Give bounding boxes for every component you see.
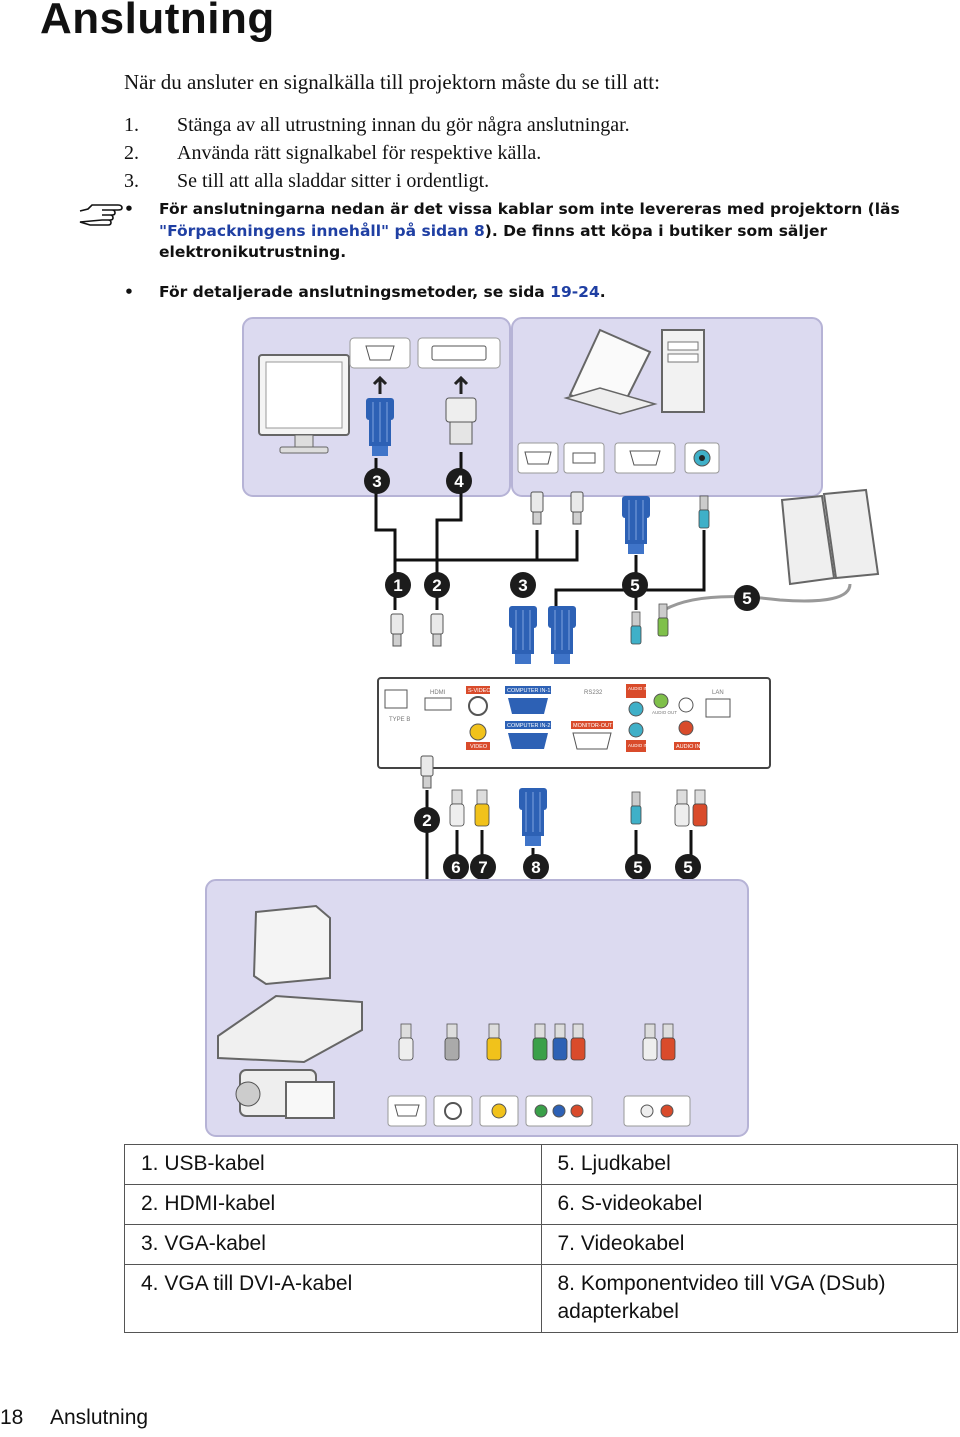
step-list: 1.Stänga av all utrustning innan du gör … bbox=[124, 111, 630, 195]
svg-text:AUDIO IN-1: AUDIO IN-1 bbox=[628, 686, 653, 691]
svg-text:COMPUTER IN-1: COMPUTER IN-1 bbox=[507, 688, 550, 694]
svg-text:7: 7 bbox=[478, 858, 487, 877]
label-badge: 4 bbox=[446, 468, 472, 494]
svg-text:RS232: RS232 bbox=[584, 690, 603, 696]
svg-text:HDMI: HDMI bbox=[430, 690, 446, 696]
svg-text:2: 2 bbox=[432, 576, 441, 595]
legend-cell: 4. VGA till DVI-A-kabel bbox=[124, 1264, 542, 1333]
legend-cell: 2. HDMI-kabel bbox=[124, 1184, 542, 1225]
svg-text:4: 4 bbox=[454, 472, 464, 491]
label-badge: 7 bbox=[470, 854, 496, 880]
svg-text:VIDEO: VIDEO bbox=[470, 744, 488, 750]
av-devices-panel bbox=[205, 879, 749, 1137]
svg-text:LAN: LAN bbox=[712, 690, 724, 696]
svg-text:AUDIO OUT: AUDIO OUT bbox=[652, 710, 677, 715]
svg-text:TYPE B: TYPE B bbox=[389, 717, 410, 723]
note-box: • För anslutningarna nedan är det vissa … bbox=[74, 199, 914, 303]
label-badge: 5 bbox=[734, 585, 760, 611]
svg-text:5: 5 bbox=[630, 576, 639, 595]
connection-diagram: 3 4 1 2 3 5 5 TYPE B HDMI S-VIDEO VIDEO … bbox=[205, 317, 880, 1137]
svg-text:1: 1 bbox=[393, 576, 402, 595]
table-row: 2. HDMI-kabel 6. S-videokabel bbox=[124, 1184, 958, 1225]
pages-link[interactable]: 19-24 bbox=[550, 282, 600, 301]
laptop-icon bbox=[563, 328, 658, 415]
label-badge: 3 bbox=[364, 468, 390, 494]
table-row: 4. VGA till DVI-A-kabel 8. Komponentvide… bbox=[124, 1264, 958, 1333]
pointing-hand-icon bbox=[79, 204, 123, 226]
svg-text:8: 8 bbox=[531, 858, 540, 877]
svg-text:S-VIDEO: S-VIDEO bbox=[468, 688, 491, 694]
label-badge: 5 bbox=[622, 572, 648, 598]
footer-section: Anslutning bbox=[50, 1406, 149, 1429]
svg-text:5: 5 bbox=[742, 589, 751, 608]
desktop-computer-icon bbox=[661, 329, 705, 413]
step-item: 2.Använda rätt signalkabel för respektiv… bbox=[124, 142, 542, 164]
table-row: 3. VGA-kabel 7. Videokabel bbox=[124, 1224, 958, 1265]
packaging-link[interactable]: "Förpackningens innehåll" på sidan 8 bbox=[159, 221, 485, 240]
intro-text: När du ansluter en signalkälla till proj… bbox=[124, 70, 660, 94]
label-badge: 5 bbox=[675, 854, 701, 880]
note-item: • För detaljerade anslutningsmetoder, se… bbox=[124, 282, 606, 301]
legend-cell: 5. Ljudkabel bbox=[540, 1144, 958, 1185]
svg-text:MONITOR-OUT: MONITOR-OUT bbox=[573, 723, 613, 729]
svg-text:2: 2 bbox=[422, 811, 431, 830]
page-title: Anslutning bbox=[40, 0, 275, 43]
label-badge: 1 bbox=[385, 572, 411, 598]
legend-cell: 7. Videokabel bbox=[540, 1224, 958, 1265]
page-footer: 18 Anslutning bbox=[0, 1406, 148, 1430]
step-item: 1.Stänga av all utrustning innan du gör … bbox=[124, 114, 630, 136]
svg-text:5: 5 bbox=[633, 858, 642, 877]
cable-legend: 1. USB-kabel 5. Ljudkabel 2. HDMI-kabel … bbox=[124, 1144, 958, 1333]
legend-cell: 8. Komponentvideo till VGA (DSub) adapte… bbox=[540, 1264, 958, 1333]
monitor-icon bbox=[258, 354, 350, 454]
label-badge: 3 bbox=[510, 572, 536, 598]
label-badge: 2 bbox=[414, 807, 440, 833]
label-badge: 6 bbox=[443, 854, 469, 880]
label-badge: 5 bbox=[625, 854, 651, 880]
label-badge: 8 bbox=[523, 854, 549, 880]
camcorder-icon bbox=[235, 1069, 335, 1119]
legend-cell: 3. VGA-kabel bbox=[124, 1224, 542, 1265]
legend-cell: 1. USB-kabel bbox=[124, 1144, 542, 1185]
step-item: 3.Se till att alla sladdar sitter i orde… bbox=[124, 170, 490, 192]
page-number: 18 bbox=[0, 1406, 24, 1429]
svg-text:COMPUTER IN-2: COMPUTER IN-2 bbox=[507, 723, 550, 729]
label-badge: 2 bbox=[424, 572, 450, 598]
speaker-icon bbox=[780, 488, 880, 586]
projector-io-panel: TYPE B HDMI S-VIDEO VIDEO COMPUTER IN-1 … bbox=[377, 677, 771, 769]
note-item: • För anslutningarna nedan är det vissa … bbox=[124, 200, 900, 261]
svg-text:AUDIO IN-2: AUDIO IN-2 bbox=[628, 743, 653, 748]
dvd-player-icon bbox=[217, 994, 363, 1064]
dvi-plug-icon bbox=[445, 397, 477, 445]
svg-text:3: 3 bbox=[372, 472, 381, 491]
table-row: 1. USB-kabel 5. Ljudkabel bbox=[124, 1144, 958, 1185]
svg-text:3: 3 bbox=[518, 576, 527, 595]
audio-rca-port-icon bbox=[623, 1095, 691, 1127]
media-player-icon bbox=[252, 904, 331, 986]
svg-text:5: 5 bbox=[683, 858, 692, 877]
svg-text:AUDIO IN: AUDIO IN bbox=[676, 744, 700, 750]
svg-text:6: 6 bbox=[451, 858, 460, 877]
legend-cell: 6. S-videokabel bbox=[540, 1184, 958, 1225]
